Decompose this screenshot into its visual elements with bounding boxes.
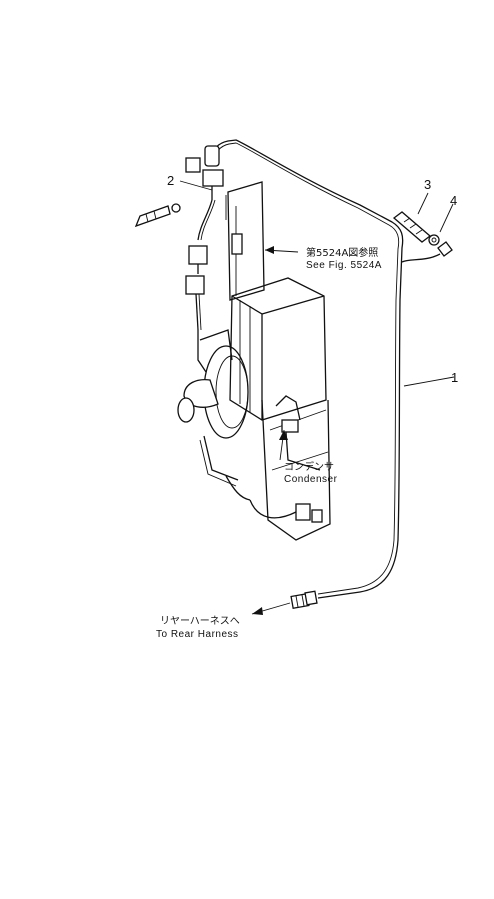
leader-lines <box>179 180 455 615</box>
bolt-left <box>134 203 181 228</box>
condenser-label-jp: コンデンサ <box>284 460 334 473</box>
callout-1: 1 <box>451 370 458 385</box>
rear-harness-connector <box>290 590 318 610</box>
washer-item-4 <box>401 234 453 263</box>
see-fig-note-en: See Fig. 5524A <box>306 260 382 271</box>
callout-2: 2 <box>167 173 174 188</box>
callout-4: 4 <box>450 193 457 208</box>
see-fig-note-jp: 第5524A図参照 <box>306 246 378 259</box>
rear-harness-label-jp: リヤーハーネスへ <box>160 615 240 627</box>
top-connector-cluster <box>185 145 224 331</box>
fan-motor <box>177 329 249 487</box>
condenser-label-en: Condenser <box>284 474 338 485</box>
wiring-harness <box>209 139 404 599</box>
bolt-item-3 <box>392 211 432 243</box>
mounting-bracket <box>225 181 265 301</box>
rear-harness-label-en: To Rear Harness <box>156 629 239 640</box>
condenser-assembly <box>225 277 331 541</box>
callout-3: 3 <box>424 177 431 192</box>
